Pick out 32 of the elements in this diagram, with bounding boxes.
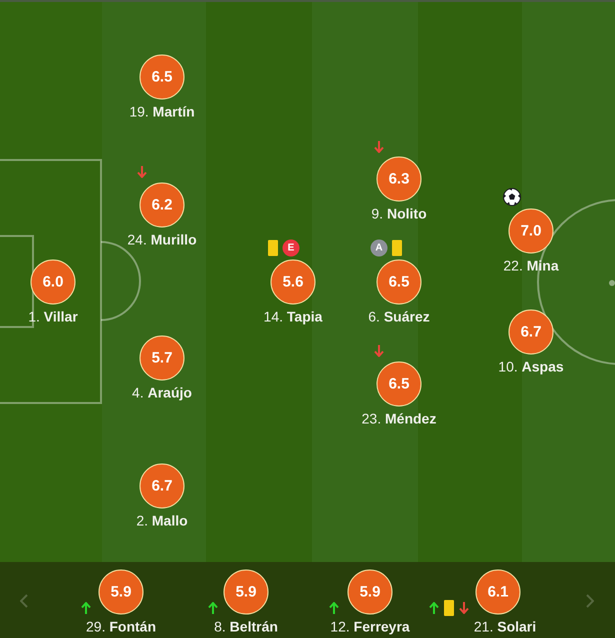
player-name: 10. Aspas: [498, 358, 564, 376]
player-name: 12. Ferreyra: [330, 618, 410, 636]
player-name: 14. Tapia: [264, 308, 322, 326]
player-name: 19. Martín: [129, 104, 195, 120]
player-name: 21. Solari: [474, 618, 536, 636]
player-name: 23. Méndez: [362, 410, 436, 428]
player-name: 6. Suárez: [368, 308, 430, 326]
player-name: 2. Mallo: [136, 512, 188, 530]
player-name: 22. Mina: [503, 258, 559, 274]
player-name: 1. Villar: [28, 308, 78, 326]
rating-circle: 6.5: [140, 54, 184, 100]
rating-circle: 5.7: [140, 336, 184, 380]
rating-circle: 6.7: [140, 464, 184, 508]
letter-badge: E: [282, 240, 300, 256]
rating-circle: 6.3: [376, 156, 422, 202]
rating-circle: 6.5: [376, 362, 422, 406]
rating-circle: 6.0: [30, 260, 76, 304]
rating-circle: 5.9: [224, 570, 268, 614]
rating-circle: 5.9: [348, 570, 392, 614]
rating-circle: 6.1: [476, 570, 520, 614]
rating-circle: 6.5: [376, 260, 422, 304]
player-name: 29. Fontán: [86, 618, 156, 636]
player-name: 8. Beltrán: [214, 618, 278, 636]
player-name: 9. Nolito: [371, 206, 427, 222]
player-name: 4. Araújo: [132, 384, 192, 402]
letter-badge: A: [370, 240, 388, 256]
rating-circle: 6.2: [140, 182, 184, 228]
rating-circle: 7.0: [508, 208, 554, 254]
rating-circle: 5.9: [98, 570, 144, 614]
rating-circle: 5.6: [270, 260, 316, 304]
rating-circle: 6.7: [508, 310, 554, 354]
player-name: 24. Murillo: [127, 232, 197, 248]
